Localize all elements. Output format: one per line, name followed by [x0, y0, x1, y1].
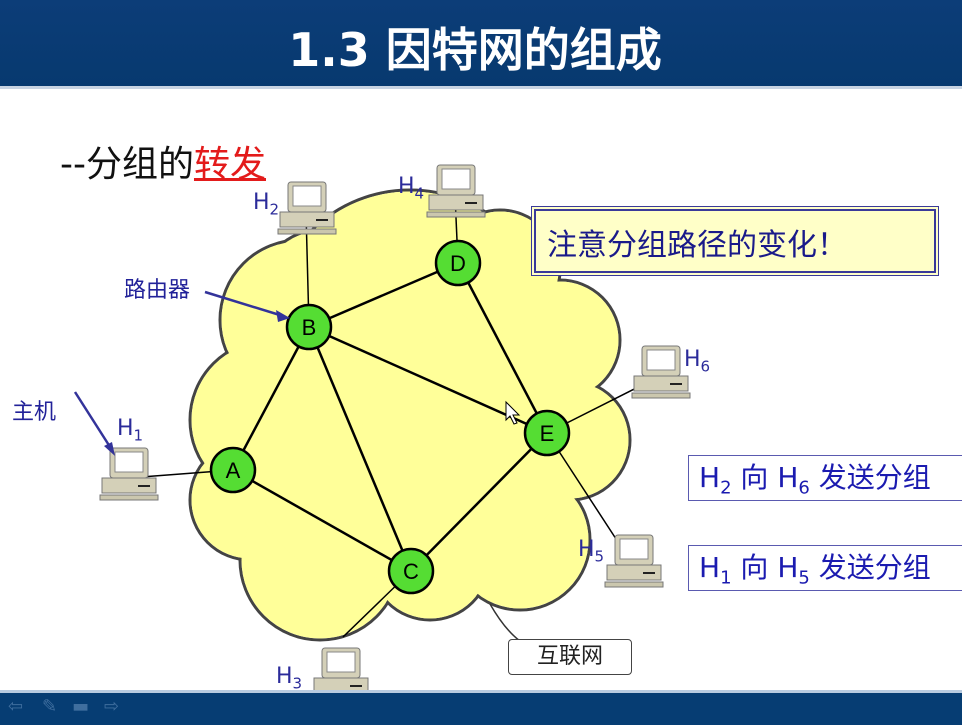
host-name-h2: H2 — [253, 190, 280, 219]
footer-bar — [0, 690, 962, 725]
h2-to-h6-box: H2 向 H6 发送分组 — [688, 455, 962, 501]
link-A-C — [232, 468, 412, 573]
next-arrow-icon[interactable]: ⇨ — [104, 696, 120, 717]
router-arrow — [204, 290, 284, 318]
link-B-D — [308, 261, 459, 329]
router-label-A: A — [226, 458, 241, 483]
internet-label: 互联网 — [508, 639, 632, 675]
router-arrowhead — [276, 310, 290, 322]
pen-icon[interactable]: ✎ — [42, 696, 58, 717]
mouse-cursor-icon — [505, 400, 521, 425]
link-D-E — [456, 262, 549, 434]
host-name-h4: H4 — [398, 174, 425, 203]
router-E: E — [523, 409, 571, 457]
link-C-E — [410, 432, 548, 572]
router-B: B — [285, 303, 333, 351]
prev-arrow-icon[interactable]: ⇦ — [8, 696, 24, 717]
host-name-h1: H1 — [117, 416, 144, 445]
computer-icon-h1 — [99, 447, 159, 501]
link-B-C — [307, 326, 413, 572]
host-arrow — [73, 391, 114, 451]
host-computers — [99, 164, 691, 701]
router-A: A — [209, 446, 257, 494]
host-name-h6: H6 — [684, 347, 711, 376]
note-box: 注意分组路径的变化！ — [531, 206, 939, 276]
title-bar: 1.3 因特网的组成 — [0, 0, 962, 89]
host-name-h3: H3 — [276, 664, 303, 693]
router-label-E: E — [540, 421, 555, 446]
router-label-C: C — [403, 559, 419, 584]
host-arrowhead — [104, 442, 115, 456]
router-D: D — [434, 239, 482, 287]
h1-to-h5-box: H1 向 H5 发送分组 — [688, 545, 962, 591]
host-label: 主机 — [12, 400, 57, 425]
subtitle: --分组的转发 — [60, 135, 266, 187]
router-label: 路由器 — [124, 278, 191, 303]
note-text: 注意分组路径的变化！ — [547, 228, 847, 263]
link-A-B — [231, 326, 311, 471]
computer-icon-h2 — [277, 181, 337, 235]
menu-icon[interactable]: ▬ — [72, 696, 90, 717]
host-name-h5: H5 — [578, 537, 605, 566]
computer-icon-h5 — [604, 534, 664, 588]
subtitle-highlight: 转发 — [193, 144, 266, 185]
router-C: C — [387, 547, 435, 595]
computer-icon-h6 — [631, 345, 691, 399]
slide-title: 1.3 因特网的组成 — [288, 23, 662, 77]
subtitle-prefix: --分组的 — [60, 144, 194, 185]
routers: A B C D E — [209, 239, 571, 595]
router-label-D: D — [450, 251, 466, 276]
router-label-B: B — [302, 315, 317, 340]
computer-icon-h4 — [426, 164, 486, 218]
computer-icon-h3 — [311, 647, 371, 701]
